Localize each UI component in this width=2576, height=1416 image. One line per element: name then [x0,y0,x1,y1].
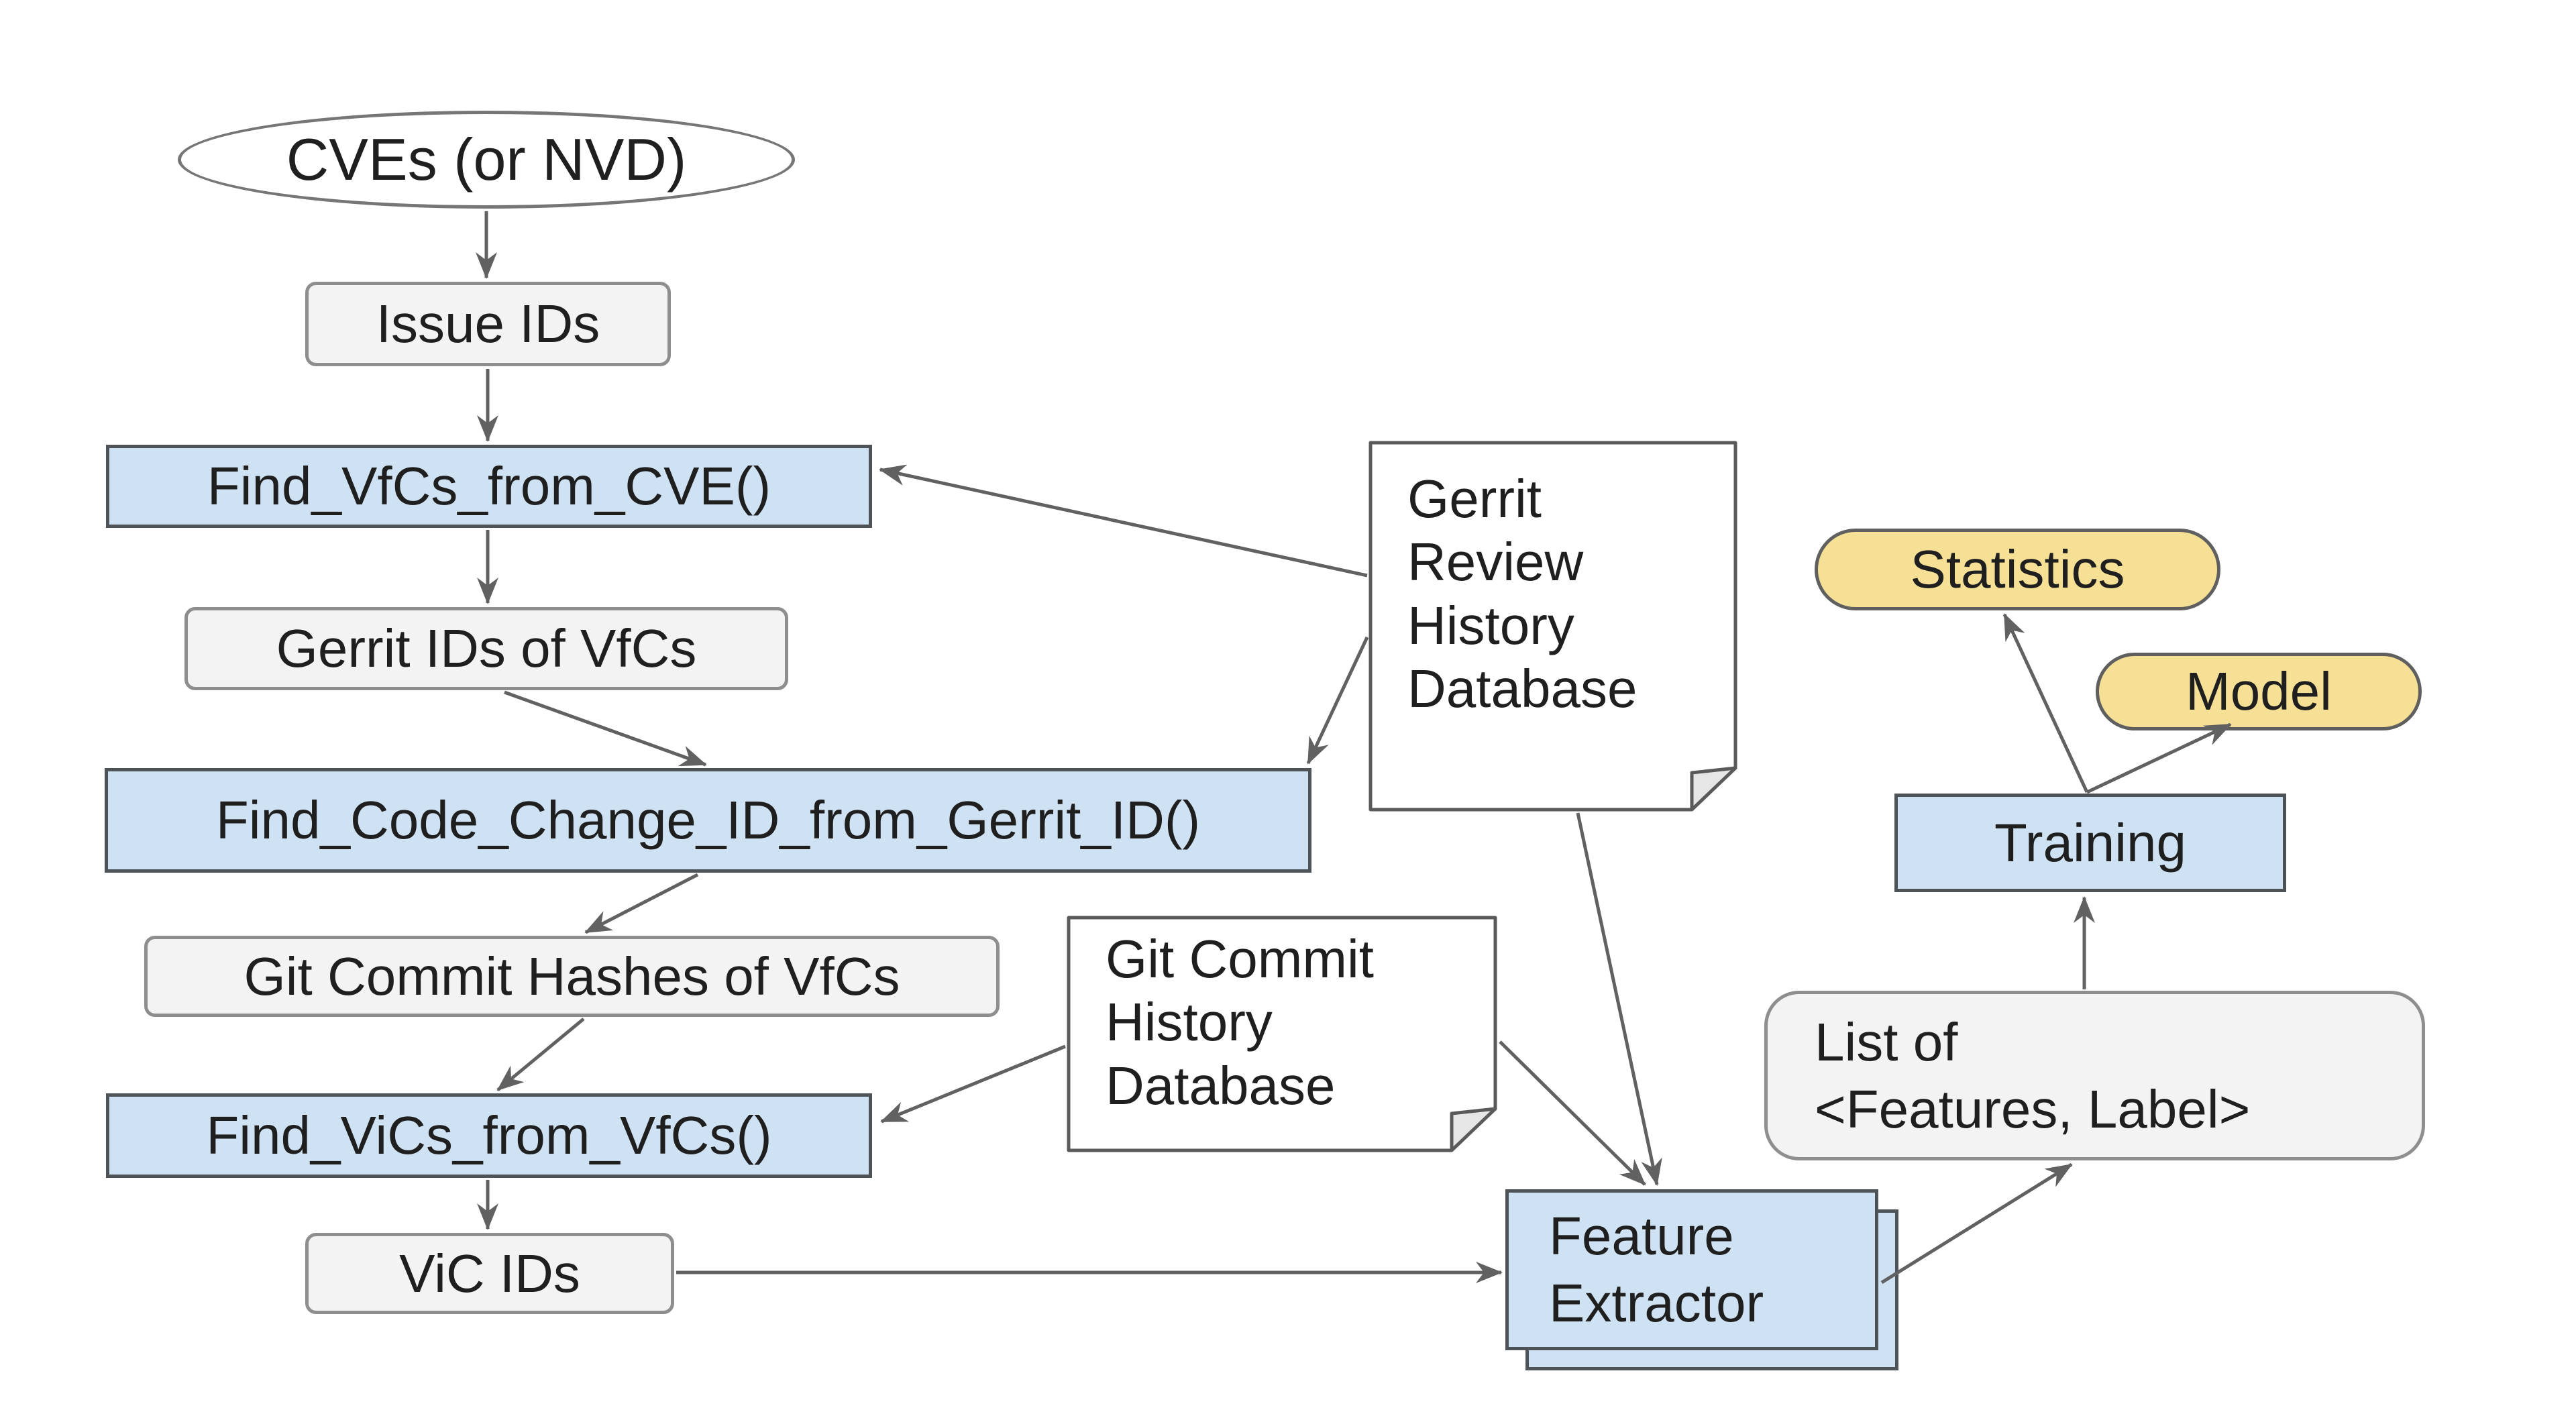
document-label: Gerrit Review History Database [1407,469,1638,719]
node-model: Model [2096,653,2422,730]
arrow-gerrit-db-to-find-code-change [1306,636,1369,765]
arrow-git-db-to-find-vics [880,1044,1066,1124]
node-list-of-features-label: List of <Features, Label> [1764,991,2425,1160]
node-gerrit-review-history-database: Gerrit Review History Database [1368,441,1737,812]
arrow-gerrit-db-to-find-vfcs [879,464,1368,578]
node-find-code-change-id-from-gerrit-id: Find_Code_Change_ID_from_Gerrit_ID() [105,768,1311,873]
arrow-find-code-change-to-git-hashes [584,873,699,934]
node-vic-ids: ViC IDs [305,1233,674,1314]
arrow-git-db-to-feature-extractor [1499,1040,1646,1186]
node-find-vfcs-from-cve: Find_VfCs_from_CVE() [106,445,872,528]
node-cves-ellipse: CVEs (or NVD) [178,111,795,209]
arrow-feature-extractor-to-list [1880,1162,2073,1285]
arrow-training-to-statistics [2002,613,2089,794]
node-find-vics-from-vfcs: Find_ViCs_from_VfCs() [106,1093,872,1178]
node-gerrit-ids-of-vfcs: Gerrit IDs of VfCs [184,607,788,690]
document-shape [1067,916,1497,1152]
arrow-git-hashes-to-find-vics [496,1018,585,1091]
node-git-commit-history-database: Git Commit History Database [1067,916,1497,1152]
arrow-gerrit-db-to-feature-extractor [1576,812,1662,1186]
arrow-training-to-model [2086,722,2232,794]
document-label: Git Commit History Database [1106,929,1374,1115]
node-feature-extractor: Feature Extractor [1505,1189,1878,1350]
node-git-commit-hashes-of-vfcs: Git Commit Hashes of VfCs [144,936,1000,1017]
node-issue-ids: Issue IDs [305,282,671,366]
arrow-gerrit-ids-to-find-code-change [504,690,707,767]
node-training: Training [1894,794,2286,892]
document-shape [1368,441,1737,812]
node-statistics: Statistics [1815,529,2220,610]
